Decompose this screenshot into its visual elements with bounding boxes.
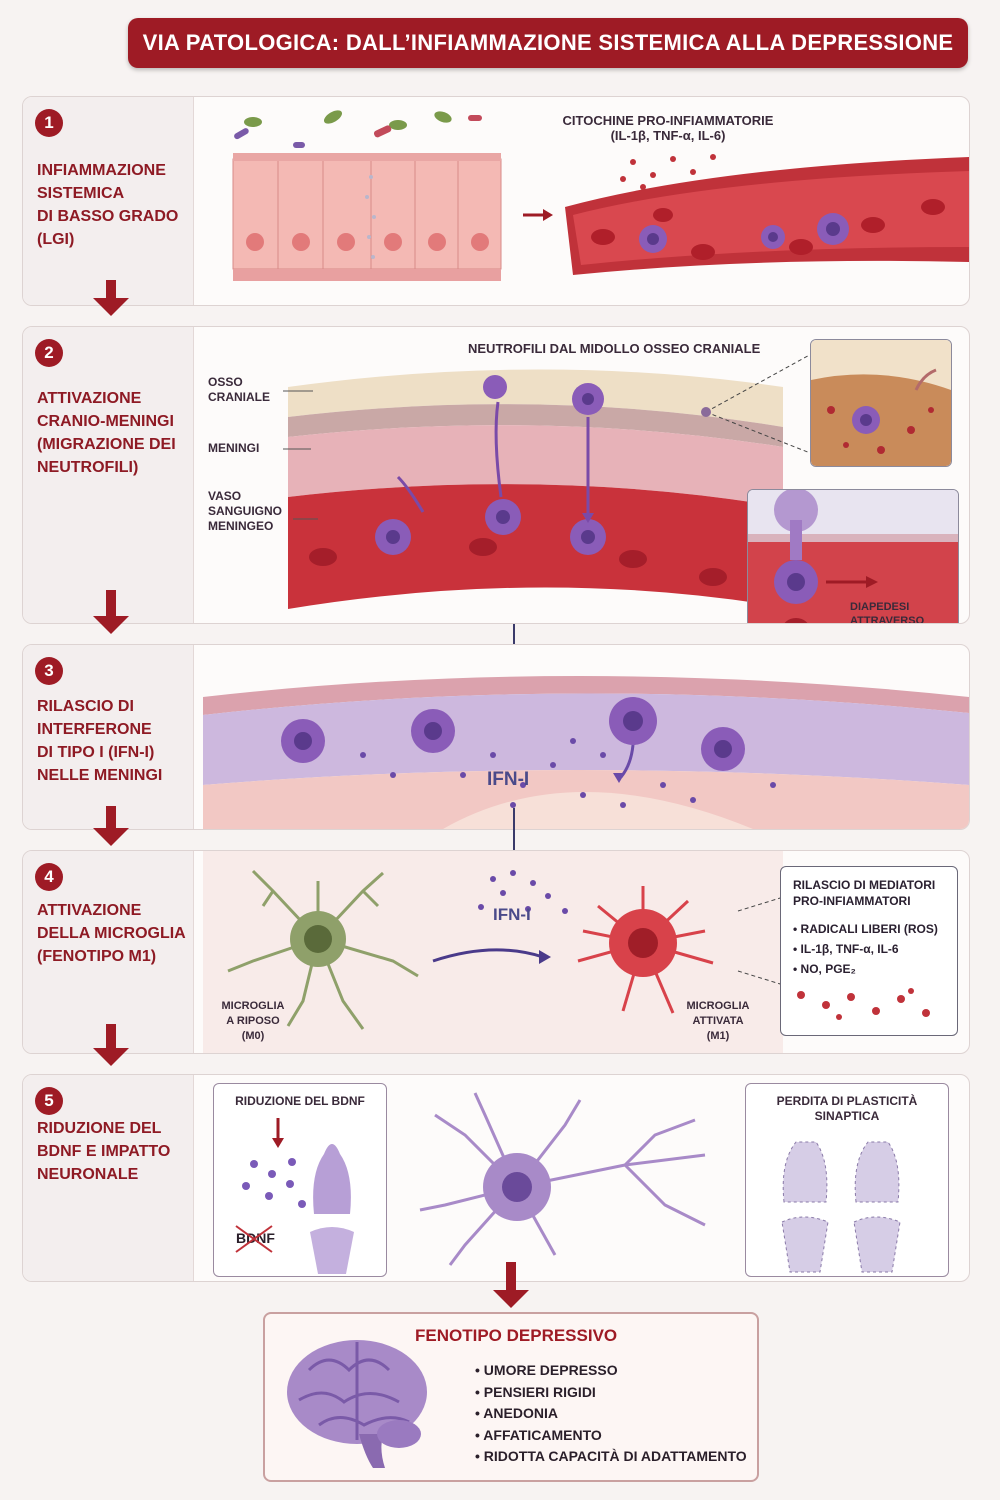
meninges-illustration bbox=[283, 341, 834, 609]
step-1-label: INFIAMMAZIONE SISTEMICA DI BASSO GRADO (… bbox=[37, 162, 179, 248]
outcome-item: AFFATICAMENTO bbox=[475, 1425, 747, 1447]
cytokines-label: CITOCHINE PRO-INFIAMMATORIE (IL-1β, TNF-… bbox=[562, 113, 774, 143]
bdnf-title: RIDUZIONE DEL BDNF bbox=[235, 1094, 365, 1108]
bdnf-inset: RIDUZIONE DEL BDNF BDNF bbox=[213, 1083, 387, 1277]
step-2-label: ATTIVAZIONE CRANIO-MENINGI (MIGRAZIONE D… bbox=[37, 390, 176, 476]
step-2-sidebar: 2 ATTIVAZIONE CRANIO-MENINGI (MIGRAZIONE… bbox=[23, 327, 194, 623]
mediators-list: RADICALI LIBERI (ROS) IL-1β, TNF-α, IL-6… bbox=[793, 919, 938, 979]
meningi-label: MENINGI bbox=[208, 441, 260, 455]
step-3-number: 3 bbox=[35, 657, 63, 685]
depressive-phenotype-box: FENOTIPO DEPRESSIVO UMORE DEPRESSO PENSI… bbox=[263, 1312, 759, 1482]
microglia-rest-label: MICROGLIA A RIPOSO (M0) bbox=[221, 1000, 285, 1042]
flow-arrow-2-shaft bbox=[106, 590, 116, 618]
mediator-item: NO, PGE₂ bbox=[793, 959, 938, 979]
mediators-box: RILASCIO DI MEDIATORI PRO-INFIAMMATORI R… bbox=[780, 866, 958, 1036]
step-1-number: 1 bbox=[35, 109, 63, 137]
bdnf-synapse-illustration bbox=[242, 1118, 354, 1274]
mediator-item: RADICALI LIBERI (ROS) bbox=[793, 919, 938, 939]
flow-arrow-3-icon bbox=[93, 828, 129, 846]
outcome-title: FENOTIPO DEPRESSIVO bbox=[415, 1326, 618, 1345]
flow-arrow-5-icon bbox=[493, 1290, 529, 1308]
flow-arrow-5-shaft bbox=[506, 1262, 516, 1292]
neutrophils-title: NEUTROFILI DAL MIDOLLO OSSEO CRANIALE bbox=[468, 341, 761, 356]
synapse-loss-illustration bbox=[781, 1141, 901, 1273]
outcome-list: UMORE DEPRESSO PENSIERI RIGIDI ANEDONIA … bbox=[475, 1360, 747, 1468]
plasticity-inset: PERDITA DI PLASTICITÀ SINAPTICA bbox=[745, 1083, 949, 1277]
gut-barrier-illustration bbox=[232, 110, 969, 281]
page-title: VIA PATOLOGICA: DALL’INFIAMMAZIONE SISTE… bbox=[142, 30, 954, 55]
vaso-label: VASO SANGUIGNO MENINGEO bbox=[208, 489, 283, 533]
ifn-label-panel-4: IFN-I bbox=[493, 905, 531, 924]
step-5-sidebar: 5 RIDUZIONE DEL BDNF E IMPATTO NEURONALE bbox=[23, 1075, 194, 1281]
flow-arrow-1-shaft bbox=[106, 280, 116, 300]
flow-arrow-4-icon bbox=[93, 1048, 129, 1066]
outcome-item: PENSIERI RIGIDI bbox=[475, 1382, 747, 1404]
bone-marrow-inset bbox=[810, 339, 952, 467]
diapedesis-inset: DIAPEDESI ATTRAVERSO CANALI VASCOLARI bbox=[747, 489, 959, 624]
step-1-sidebar: 1 INFIAMMAZIONE SISTEMICA DI BASSO GRADO… bbox=[23, 97, 194, 305]
ifn-meninges-illustration bbox=[203, 676, 969, 829]
mediator-particles bbox=[797, 988, 930, 1020]
microglia-illustration bbox=[203, 851, 783, 1053]
panel-step-5: 5 RIDUZIONE DEL BDNF E IMPATTO NEURONALE… bbox=[22, 1074, 970, 1282]
step-5-number: 5 bbox=[35, 1087, 63, 1115]
flow-arrow-4-shaft bbox=[106, 1024, 116, 1050]
title-banner: VIA PATOLOGICA: DALL’INFIAMMAZIONE SISTE… bbox=[128, 18, 968, 68]
ifn-label-panel-3: IFN-I bbox=[487, 769, 530, 790]
cross-icon bbox=[235, 1225, 273, 1253]
flow-arrow-2-icon bbox=[93, 616, 129, 634]
panel-step-3: 3 RILASCIO DI INTERFERONE DI TIPO I (IFN… bbox=[22, 644, 970, 830]
panel-step-1: 1 INFIAMMAZIONE SISTEMICA DI BASSO GRADO… bbox=[22, 96, 970, 306]
panel-step-2: 2 ATTIVAZIONE CRANIO-MENINGI (MIGRAZIONE… bbox=[22, 326, 970, 624]
step-4-number: 4 bbox=[35, 863, 63, 891]
osso-label: OSSO CRANIALE bbox=[208, 375, 270, 404]
step-3-sidebar: 3 RILASCIO DI INTERFERONE DI TIPO I (IFN… bbox=[23, 645, 194, 829]
neuron-illustration bbox=[419, 1092, 706, 1266]
microglia-active-label: MICROGLIA ATTIVATA (M1) bbox=[686, 1000, 750, 1042]
outcome-item: ANEDONIA bbox=[475, 1403, 747, 1425]
step-4-sidebar: 4 ATTIVAZIONE DELLA MICROGLIA (FENOTIPO … bbox=[23, 851, 194, 1053]
outcome-item: UMORE DEPRESSO bbox=[475, 1360, 747, 1382]
diapedesi-label: DIAPEDESI ATTRAVERSO CANALI VASCOLARI bbox=[850, 601, 925, 624]
flow-arrow-1-icon bbox=[93, 298, 129, 316]
flow-arrow-3-shaft bbox=[106, 806, 116, 830]
step-4-label: ATTIVAZIONE DELLA MICROGLIA (FENOTIPO M1… bbox=[37, 902, 186, 965]
bone-marrow-illustration bbox=[811, 340, 951, 466]
diapedesis-illustration bbox=[748, 490, 958, 623]
outcome-item: RIDOTTA CAPACITÀ DI ADATTAMENTO bbox=[475, 1446, 747, 1468]
step-2-number: 2 bbox=[35, 339, 63, 367]
plasticity-title: PERDITA DI PLASTICITÀ SINAPTICA bbox=[776, 1094, 918, 1123]
step-3-label: RILASCIO DI INTERFERONE DI TIPO I (IFN-I… bbox=[37, 698, 163, 784]
brain-icon bbox=[287, 1340, 427, 1468]
step-5-label: RIDUZIONE DEL BDNF E IMPATTO NEURONALE bbox=[37, 1120, 171, 1183]
mediators-title: RILASCIO DI MEDIATORI PRO-INFIAMMATORI bbox=[793, 878, 936, 908]
mediator-item: IL-1β, TNF-α, IL-6 bbox=[793, 939, 938, 959]
